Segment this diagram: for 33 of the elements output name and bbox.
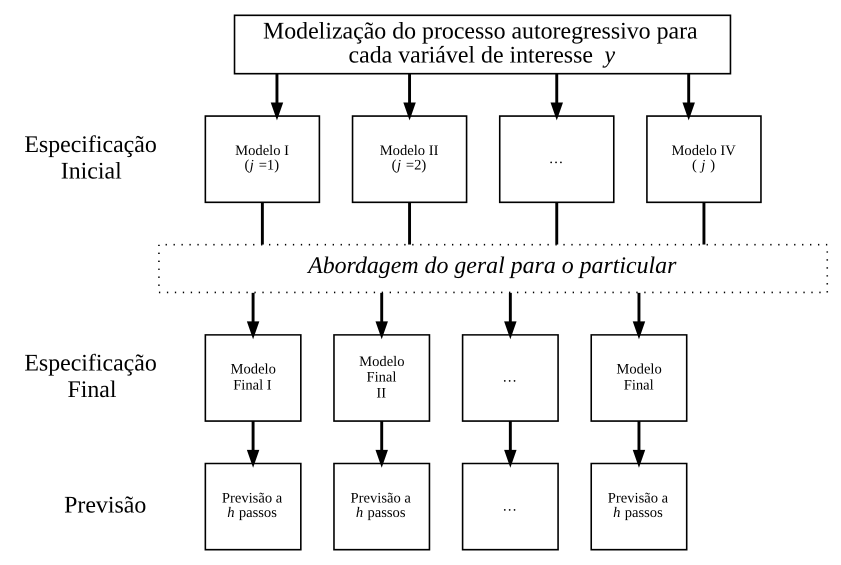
arrow [632, 292, 646, 340]
connector [260, 202, 264, 245]
arrow [632, 421, 646, 468]
connector [702, 202, 706, 245]
node-box: Modelo Final II [333, 334, 430, 422]
node-box: Modelo IV ( j ) [646, 115, 762, 204]
node-box: … [498, 115, 615, 204]
arrow [682, 74, 695, 120]
connector [555, 202, 558, 245]
arrow [246, 421, 260, 468]
node-box: … [462, 462, 559, 550]
node-box: Previsão a h passos [204, 462, 302, 550]
arrow [403, 74, 416, 120]
arrow [270, 74, 284, 120]
arrow [550, 74, 563, 120]
arrow [375, 421, 388, 468]
node-box: Modelização do processo autoregressivo para cada variável de interesse y [234, 14, 732, 74]
arrow [504, 292, 517, 340]
node-box: Modelo I (j =1) [204, 115, 320, 204]
arrow [246, 292, 260, 340]
arrow [504, 421, 517, 468]
node-box: Previsão a h passos [590, 462, 688, 550]
label: Especificação Inicial [24, 132, 157, 184]
node-box: Abordagem do geral para o particular [158, 244, 828, 294]
connector [408, 202, 412, 245]
label: Especificação Final [24, 350, 157, 404]
node-box: Modelo Final I [204, 334, 302, 422]
node-box: Previsão a h passos [333, 462, 430, 550]
node-box: Modelo II (j =2) [352, 115, 468, 204]
node-box: … [462, 334, 559, 422]
node-box: Modelo Final [590, 334, 688, 422]
arrow [375, 292, 388, 340]
label: Previsão [64, 492, 146, 518]
